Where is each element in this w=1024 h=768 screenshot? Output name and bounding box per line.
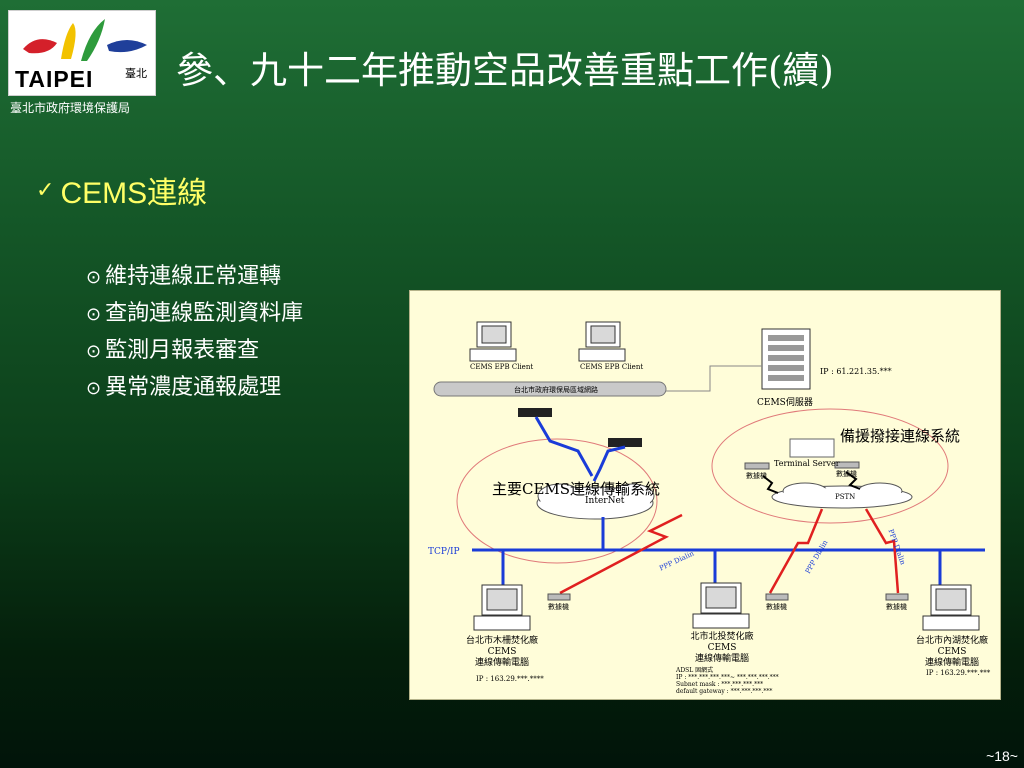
slide-title: 參、九十二年推動空品改善重點工作(續) xyxy=(176,49,834,92)
site-ip: IP : 163.29.***.**** xyxy=(476,675,544,683)
site-system: CEMS xyxy=(937,647,967,657)
site-name: 北市北投焚化廠 xyxy=(690,632,754,642)
adsl-subnet: Subnet mask : ***.***.***.*** xyxy=(676,681,764,688)
check-mark-icon: ✓ xyxy=(36,177,55,203)
site-label-muzha: 台北市木柵焚化廠 CEMS 連線傳輸電腦 xyxy=(460,636,544,669)
taipei-logo: TAIPEI 臺北 xyxy=(8,10,156,96)
bullet-label: 異常濃度通報處理 xyxy=(105,375,282,400)
site-modem-label: 數據機 xyxy=(548,603,569,611)
site-system: CEMS xyxy=(707,643,737,653)
bullet-label: 查詢連線監測資料庫 xyxy=(105,301,304,326)
circled-dot-icon: ⊙ xyxy=(86,304,102,325)
site-label-beitou: 北市北投焚化廠 CEMS 連線傳輸電腦 xyxy=(680,632,764,665)
site-modem-label: 數據機 xyxy=(886,603,907,611)
site-system: CEMS xyxy=(487,647,517,657)
site-ip: IP : 163.29.***.*** xyxy=(926,669,991,677)
client-computer-icon xyxy=(578,321,626,362)
pstn-cloud-icon xyxy=(771,482,913,509)
section-heading: ✓ CEMS連線 xyxy=(36,168,207,212)
pstn-label: PSTN xyxy=(835,493,856,501)
site-computer-icon xyxy=(473,584,531,631)
main-system-label: 主要CEMS連線傳輸系統 xyxy=(492,480,661,498)
modem-label: 數據機 xyxy=(836,470,857,478)
bullet-item: ⊙查詢連線監測資料庫 xyxy=(86,295,303,332)
client-computer-icon xyxy=(469,321,517,362)
site-computer-icon xyxy=(692,582,750,629)
server-ip-label: IP : 61.221.35.*** xyxy=(820,367,892,376)
agency-name: 臺北市政府環境保護局 xyxy=(10,101,131,115)
internet-cloud-icon xyxy=(536,483,655,520)
site-role: 連線傳輸電腦 xyxy=(474,658,529,668)
client-label: CEMS EPB Client xyxy=(470,363,534,371)
site-label-neihu: 台北市內湖焚化廠 CEMS 連線傳輸電腦 xyxy=(910,636,994,669)
site-role: 連線傳輸電腦 xyxy=(924,658,979,668)
circled-dot-icon: ⊙ xyxy=(86,267,102,288)
taipei-logo-graphic xyxy=(23,19,147,61)
adsl-type: ADSL 固網式 xyxy=(676,667,714,674)
bullet-label: 維持連線正常運轉 xyxy=(105,264,282,289)
terminal-server-label: Terminal Server xyxy=(774,459,840,468)
bullet-list: ⊙維持連線正常運轉 ⊙查詢連線監測資料庫 ⊙監測月報表審查 ⊙異常濃度通報處理 xyxy=(86,258,303,406)
circled-dot-icon: ⊙ xyxy=(86,341,102,362)
internet-label: InterNet xyxy=(585,496,625,506)
bullet-item: ⊙監測月報表審查 xyxy=(86,332,303,369)
site-name: 台北市內湖焚化廠 xyxy=(915,636,988,646)
cems-network-diagram: CEMS EPB Client CEMS EPB Client 台北市政府環保局… xyxy=(409,290,1001,700)
bullet-item: ⊙維持連線正常運轉 xyxy=(86,258,303,295)
tcpip-label: TCP/IP xyxy=(428,547,460,557)
site-computer-icon xyxy=(922,584,980,631)
adsl-info: ADSL 固網式 IP : ***.***.***.***~ ***.***.*… xyxy=(676,667,779,695)
site-modem-label: 數據機 xyxy=(766,603,787,611)
circled-dot-icon: ⊙ xyxy=(86,378,102,399)
client-label: CEMS EPB Client xyxy=(580,363,644,371)
network-diagram-graphic xyxy=(433,321,985,631)
bullet-item: ⊙異常濃度通報處理 xyxy=(86,369,303,406)
modem-label: 數據機 xyxy=(746,472,767,480)
section-heading-text: CEMS連線 xyxy=(60,177,208,210)
server-label: CEMS伺服器 xyxy=(757,398,813,408)
site-name: 台北市木柵焚化廠 xyxy=(465,636,538,646)
adsl-gateway: default gateway : ***.***.***.*** xyxy=(676,688,773,695)
server-tower-icon xyxy=(761,328,811,390)
page-number: ~18~ xyxy=(986,748,1018,764)
logo-wordmark: TAIPEI xyxy=(15,66,94,92)
lan-label: 台北市政府環保局區域網路 xyxy=(514,386,598,394)
logo-subtext: 臺北 xyxy=(125,67,147,80)
adsl-ip: IP : ***.***.***.***~ ***.***.***.*** xyxy=(676,674,779,681)
bullet-label: 監測月報表審查 xyxy=(105,338,260,363)
backup-system-label: 備援撥接連線系統 xyxy=(840,427,961,445)
site-role: 連線傳輸電腦 xyxy=(694,654,749,664)
